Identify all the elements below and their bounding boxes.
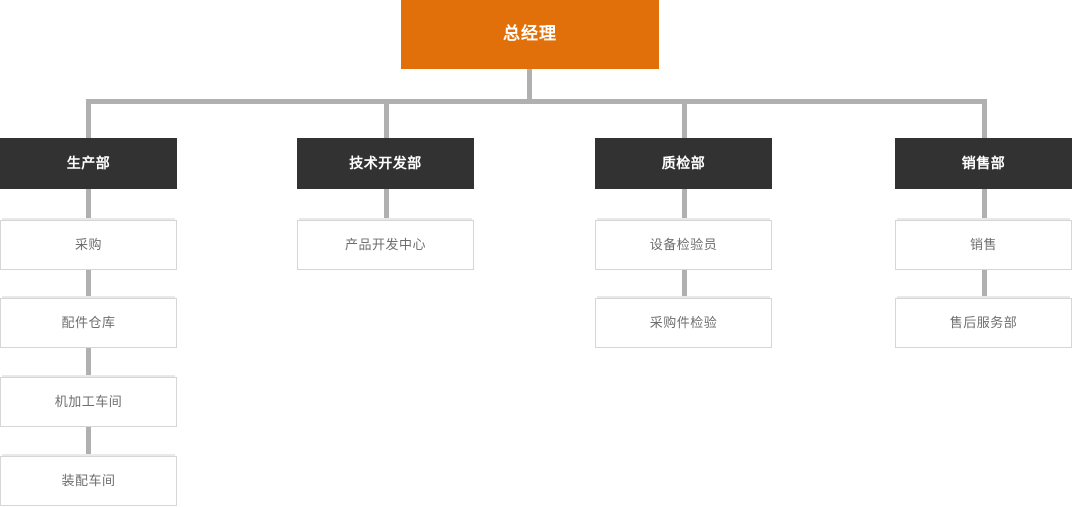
node-purchased-parts-inspection-label: 采购件检验 [649, 315, 718, 331]
connector-horizontal-bus [86, 99, 987, 104]
node-assembly-workshop[interactable]: 装配车间 [0, 456, 177, 506]
node-parts-warehouse-label: 配件仓库 [61, 315, 116, 331]
node-machining-workshop[interactable]: 机加工车间 [0, 377, 177, 427]
node-procurement[interactable]: 采购 [0, 220, 177, 270]
connector-d1c1-to-c2 [86, 270, 91, 299]
connector-d1c2-to-c3 [86, 348, 91, 378]
connector-drop-dept2 [384, 99, 389, 139]
node-after-sales-service-dept-label: 售后服务部 [949, 315, 1018, 331]
connector-dept4-to-c1 [982, 189, 987, 221]
node-sales-label: 销售 [969, 237, 997, 253]
node-product-development-center[interactable]: 产品开发中心 [297, 220, 474, 270]
node-general-manager[interactable]: 总经理 [401, 0, 659, 69]
connector-drop-dept4 [982, 99, 987, 139]
connector-d1c3-to-c4 [86, 427, 91, 457]
node-assembly-workshop-label: 装配车间 [61, 473, 116, 489]
node-production-dept[interactable]: 生产部 [0, 138, 177, 189]
connector-dept3-to-c1 [682, 189, 687, 221]
connector-dept1-to-c1 [86, 189, 91, 221]
node-purchased-parts-inspection[interactable]: 采购件检验 [595, 298, 772, 348]
node-quality-inspection-dept-label: 质检部 [661, 155, 706, 172]
connector-drop-dept1 [86, 99, 91, 139]
node-production-dept-label: 生产部 [66, 155, 111, 172]
node-equipment-inspector[interactable]: 设备检验员 [595, 220, 772, 270]
node-equipment-inspector-label: 设备检验员 [649, 237, 718, 253]
node-parts-warehouse[interactable]: 配件仓库 [0, 298, 177, 348]
node-product-development-center-label: 产品开发中心 [344, 237, 426, 253]
node-quality-inspection-dept[interactable]: 质检部 [595, 138, 772, 189]
node-machining-workshop-label: 机加工车间 [54, 394, 123, 410]
node-procurement-label: 采购 [74, 237, 102, 253]
node-tech-development-dept-label: 技术开发部 [349, 155, 422, 172]
node-sales-dept-label: 销售部 [961, 155, 1006, 172]
connector-root-drop [527, 69, 532, 102]
node-sales[interactable]: 销售 [895, 220, 1072, 270]
node-tech-development-dept[interactable]: 技术开发部 [297, 138, 474, 189]
node-sales-dept[interactable]: 销售部 [895, 138, 1072, 189]
connector-d3c1-to-c2 [682, 270, 687, 299]
node-after-sales-service-dept[interactable]: 售后服务部 [895, 298, 1072, 348]
connector-drop-dept3 [682, 99, 687, 139]
connector-dept2-to-c1 [384, 189, 389, 221]
connector-d4c1-to-c2 [982, 270, 987, 299]
node-general-manager-label: 总经理 [503, 24, 557, 44]
